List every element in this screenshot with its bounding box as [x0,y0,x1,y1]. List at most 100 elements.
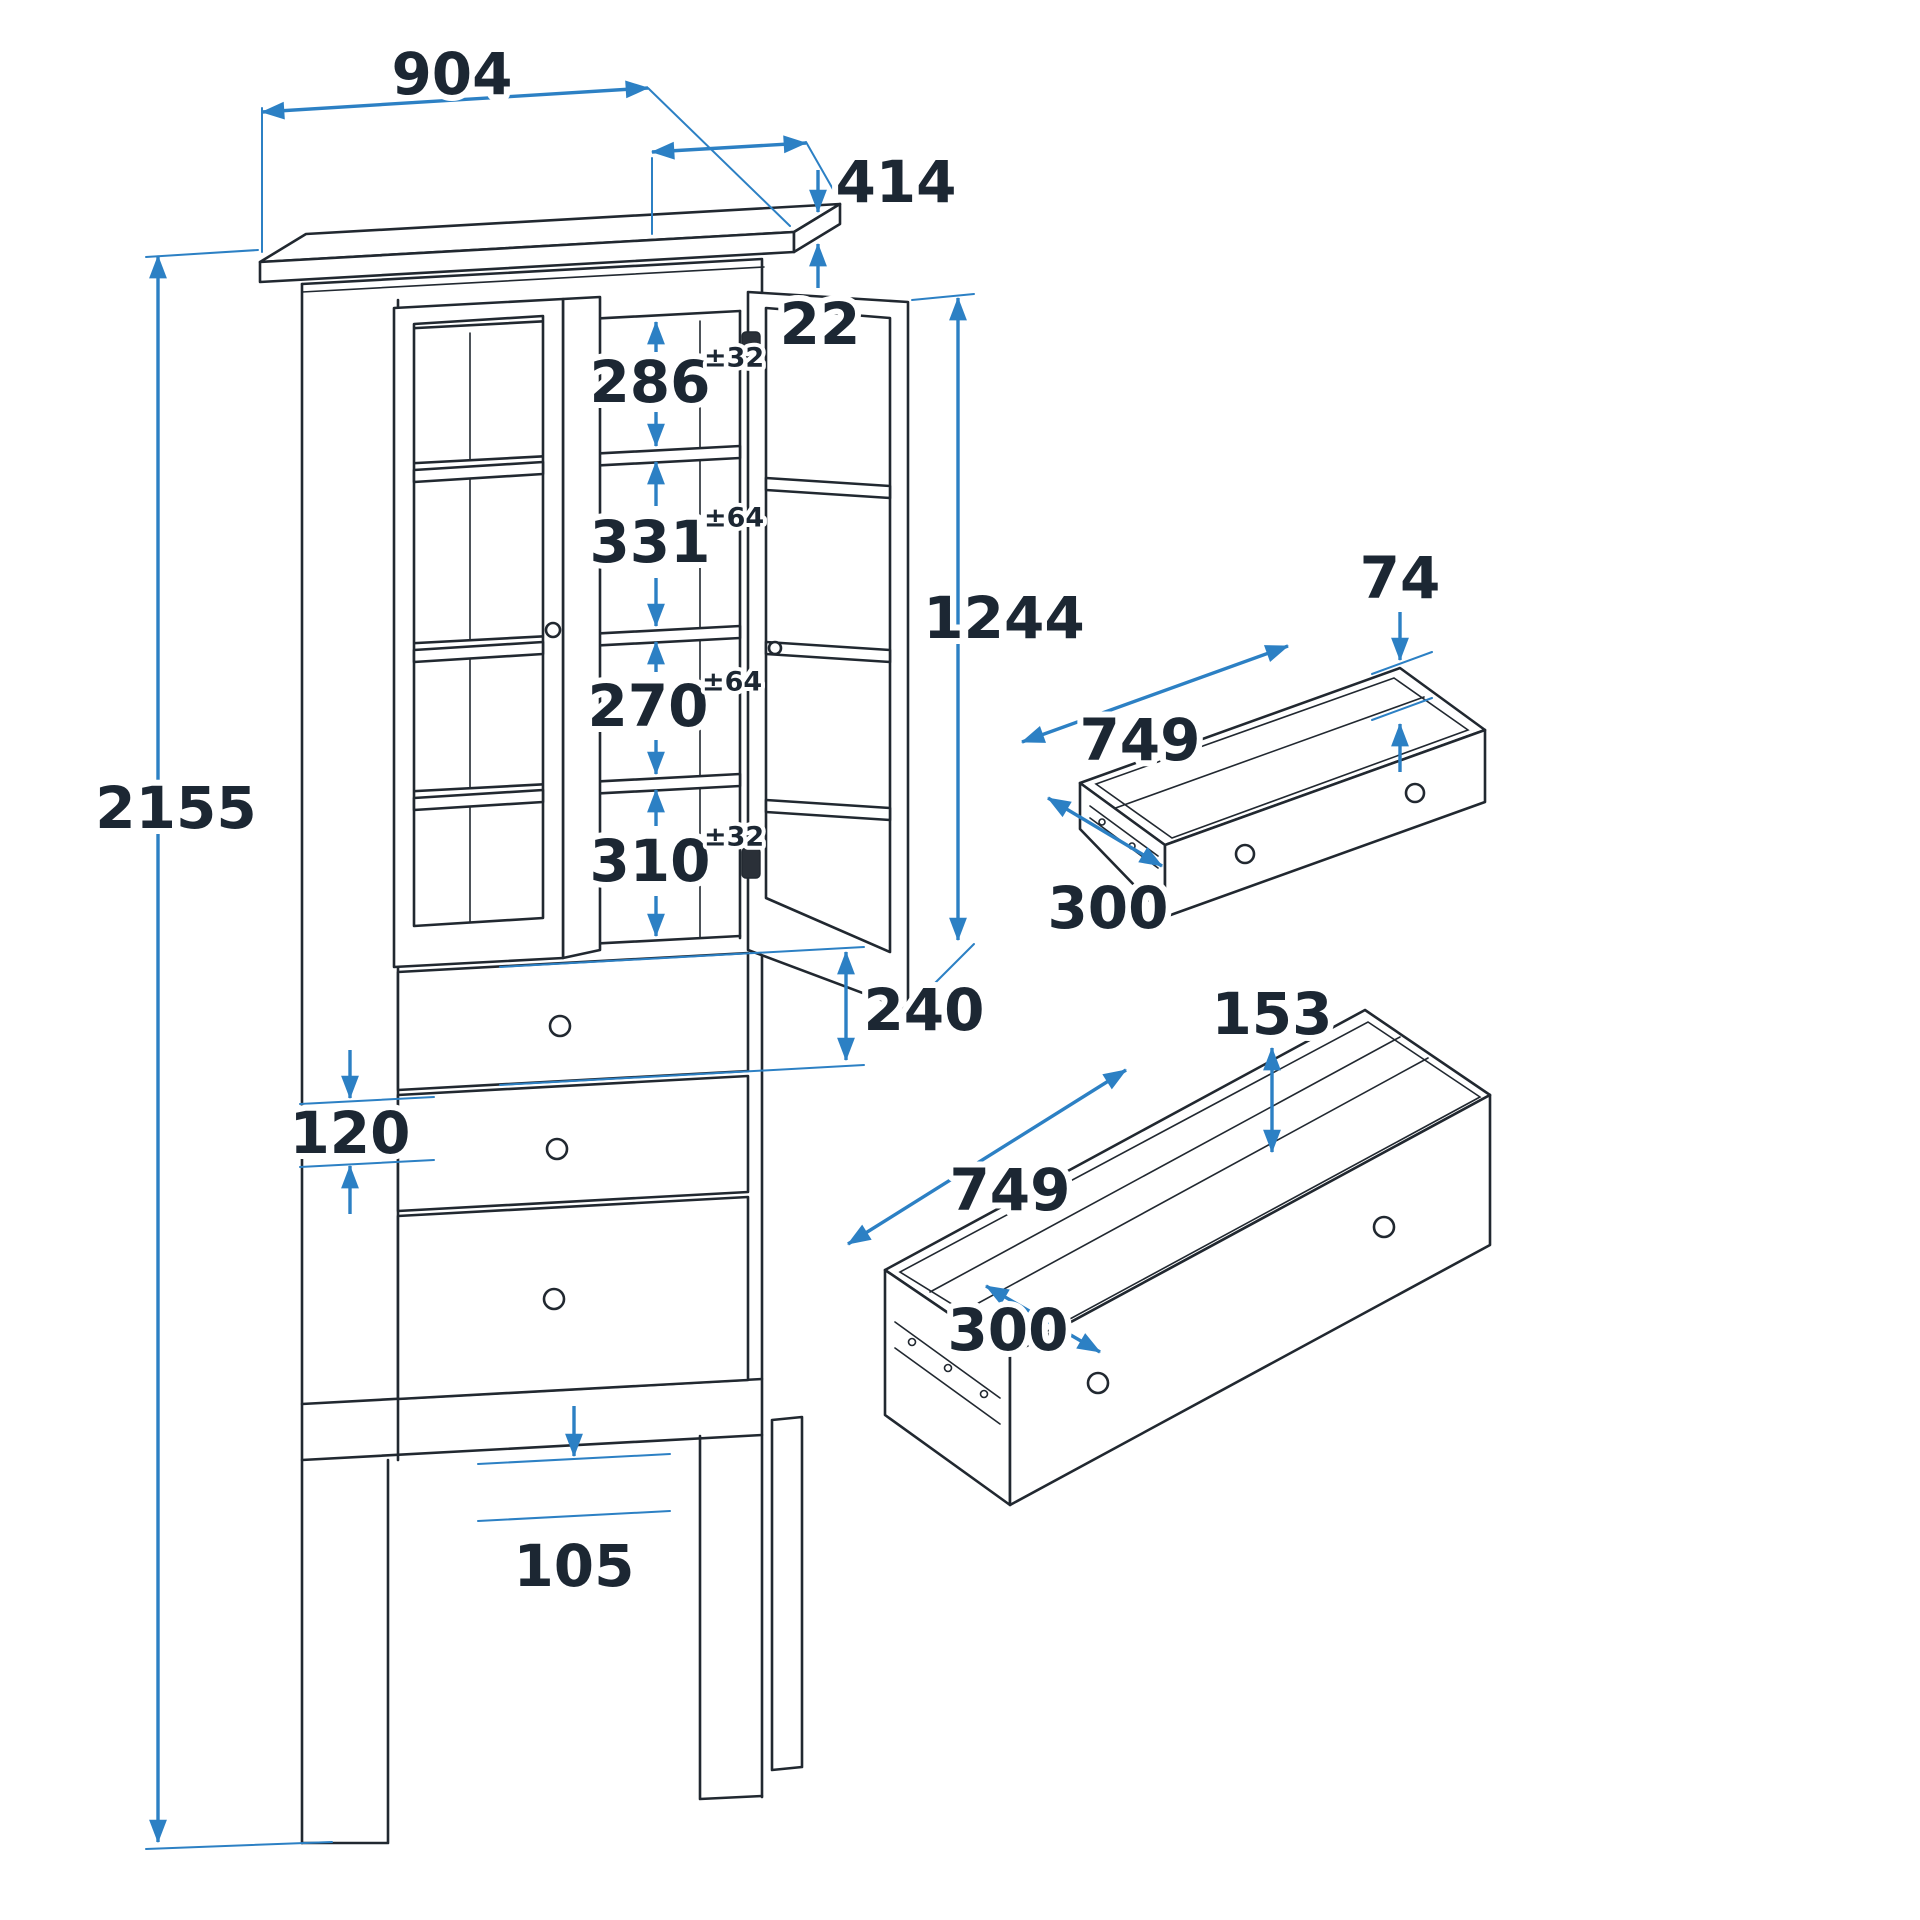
cabinet-top-panel [258,202,842,293]
dim-shallow-drawer-depth: 300 [1041,796,1175,948]
slide-rail [894,1321,1001,1425]
door-knob [767,640,783,656]
slide-screw [943,1363,953,1373]
drawer-knob [1086,1371,1110,1395]
drawer-front-1 [396,951,750,1092]
back-right-leg [770,1415,804,1772]
dim-deep-drawer-height-label: 153 [1211,980,1332,1048]
drawer-slide-hardware [894,1321,1001,1425]
muntin-bar [764,798,892,822]
door-knob [544,621,562,639]
drawer-front-2 [396,1074,750,1213]
extension-line [145,249,259,258]
dim-cabinet-depth: 414 [650,135,963,235]
dim-floor-clearance: 105 [477,1406,671,1606]
glass-door-closed [392,297,565,969]
dim-shelf-spacing-4: 310 ±32 [583,788,768,938]
top-panel-end-edge [792,202,842,254]
slide-screw [907,1337,917,1347]
dim-cabinet-depth-label: 414 [835,148,956,216]
dim-shallow-drawer-width: 749 [1021,644,1289,780]
dim-shallow-drawer-height-label: 74 [1360,544,1441,612]
dim-base-height-label: 120 [289,1099,410,1167]
drawer-front-3 [396,1195,750,1401]
bottom-rail-bottom-edge [300,1433,764,1462]
muntin-bar [412,788,545,812]
drawer-knob [1234,843,1256,865]
extension-line [647,87,791,227]
extension-line [145,1841,333,1850]
dim-shelf-spacing-2: 331 ±64 [583,460,768,628]
muntin-bar [412,460,545,484]
cabinet-drawing [258,202,910,1845]
dimension-arrow [260,80,650,120]
extension-line [477,1510,671,1522]
muntin-bar [412,640,545,664]
drawer-knob [1404,782,1426,804]
dim-floor-clearance-label: 105 [513,1532,634,1600]
cabinet-drawers [396,951,750,1401]
dimension-arrow [1021,644,1289,744]
dimension-arrow [1047,796,1163,868]
dim-overall-height-label: 2155 [95,774,256,842]
dimension-arrow [650,135,808,160]
dim-shallow-drawer-width-label: 749 [1079,706,1200,774]
extension-line [911,943,975,1007]
dim-deep-drawer-width: 749 [847,1068,1127,1246]
dim-shelf-spacing-3: 270 ±64 [581,640,766,776]
dim-shelf-spacing-4-tolerance: ±32 [704,822,764,853]
drawer-box-inner-rim [898,1021,1482,1347]
glass-door-frame [392,297,565,969]
drawer-front-panel [1163,728,1487,919]
dim-top-thickness-label: 22 [780,290,861,358]
dimension-arrow [985,1284,1101,1354]
deep-drawer-drawing [883,1008,1492,1507]
dim-drawer-front-height: 240 [499,946,991,1086]
door-hinge [741,847,761,879]
dim-cabinet-width-label: 904 [391,40,512,108]
dim-top-thickness: 22 [774,170,866,364]
dim-deep-drawer-depth-label: 300 [947,1296,1068,1364]
drawer-knob [545,1137,569,1161]
muntin-bar [764,476,892,500]
dim-cabinet-width: 904 [260,34,791,253]
dimension-arrow [847,1068,1127,1246]
dimension-annotations: 904 414 22 286 ±32 331 ±64 [89,34,1446,1850]
drawer-knob [1372,1215,1396,1239]
drawer-knob [548,1014,572,1038]
extension-line [499,1064,865,1086]
drawer-front-panel [1008,1093,1492,1507]
extension-line [499,946,865,968]
dim-overall-height: 2155 [89,249,333,1850]
dim-shelf-spacing-1: 286 ±32 [583,320,768,448]
drawer-floor-lines [929,1036,1429,1313]
extension-line [1371,651,1433,675]
carcass-top-edge [300,257,764,286]
dim-shelf-spacing-2-label: 331 [589,508,710,576]
drawer-knob [542,1287,566,1311]
muntin-bar [764,640,892,664]
front-left-leg [300,1458,390,1845]
dim-deep-drawer-depth: 300 [941,1284,1101,1370]
dim-drawer-front-height-label: 240 [863,976,984,1044]
slide-screw [979,1389,989,1399]
dim-door-height: 1244 [911,293,1091,1007]
glass-door-open [741,290,910,1012]
dim-shelf-spacing-4-label: 310 [589,827,710,895]
extension-line [299,1159,435,1168]
dim-door-height-label: 1244 [923,584,1084,652]
door-hinge [741,331,761,363]
dim-shelf-spacing-3-label: 270 [587,672,708,740]
extension-line [805,141,839,199]
drawer-floor-line [1109,696,1425,811]
dim-shelf-spacing-2-tolerance: ±64 [704,503,764,534]
dim-shelf-spacing-3-tolerance: ±64 [702,667,762,698]
cabinet-legs [300,1415,804,1845]
extension-line [911,293,975,301]
dim-deep-drawer-width-label: 749 [949,1156,1070,1224]
extension-line [1371,697,1433,721]
front-right-leg [698,1434,764,1801]
open-door-frame [746,290,910,1012]
dim-shallow-drawer-height: 74 [1354,538,1446,772]
